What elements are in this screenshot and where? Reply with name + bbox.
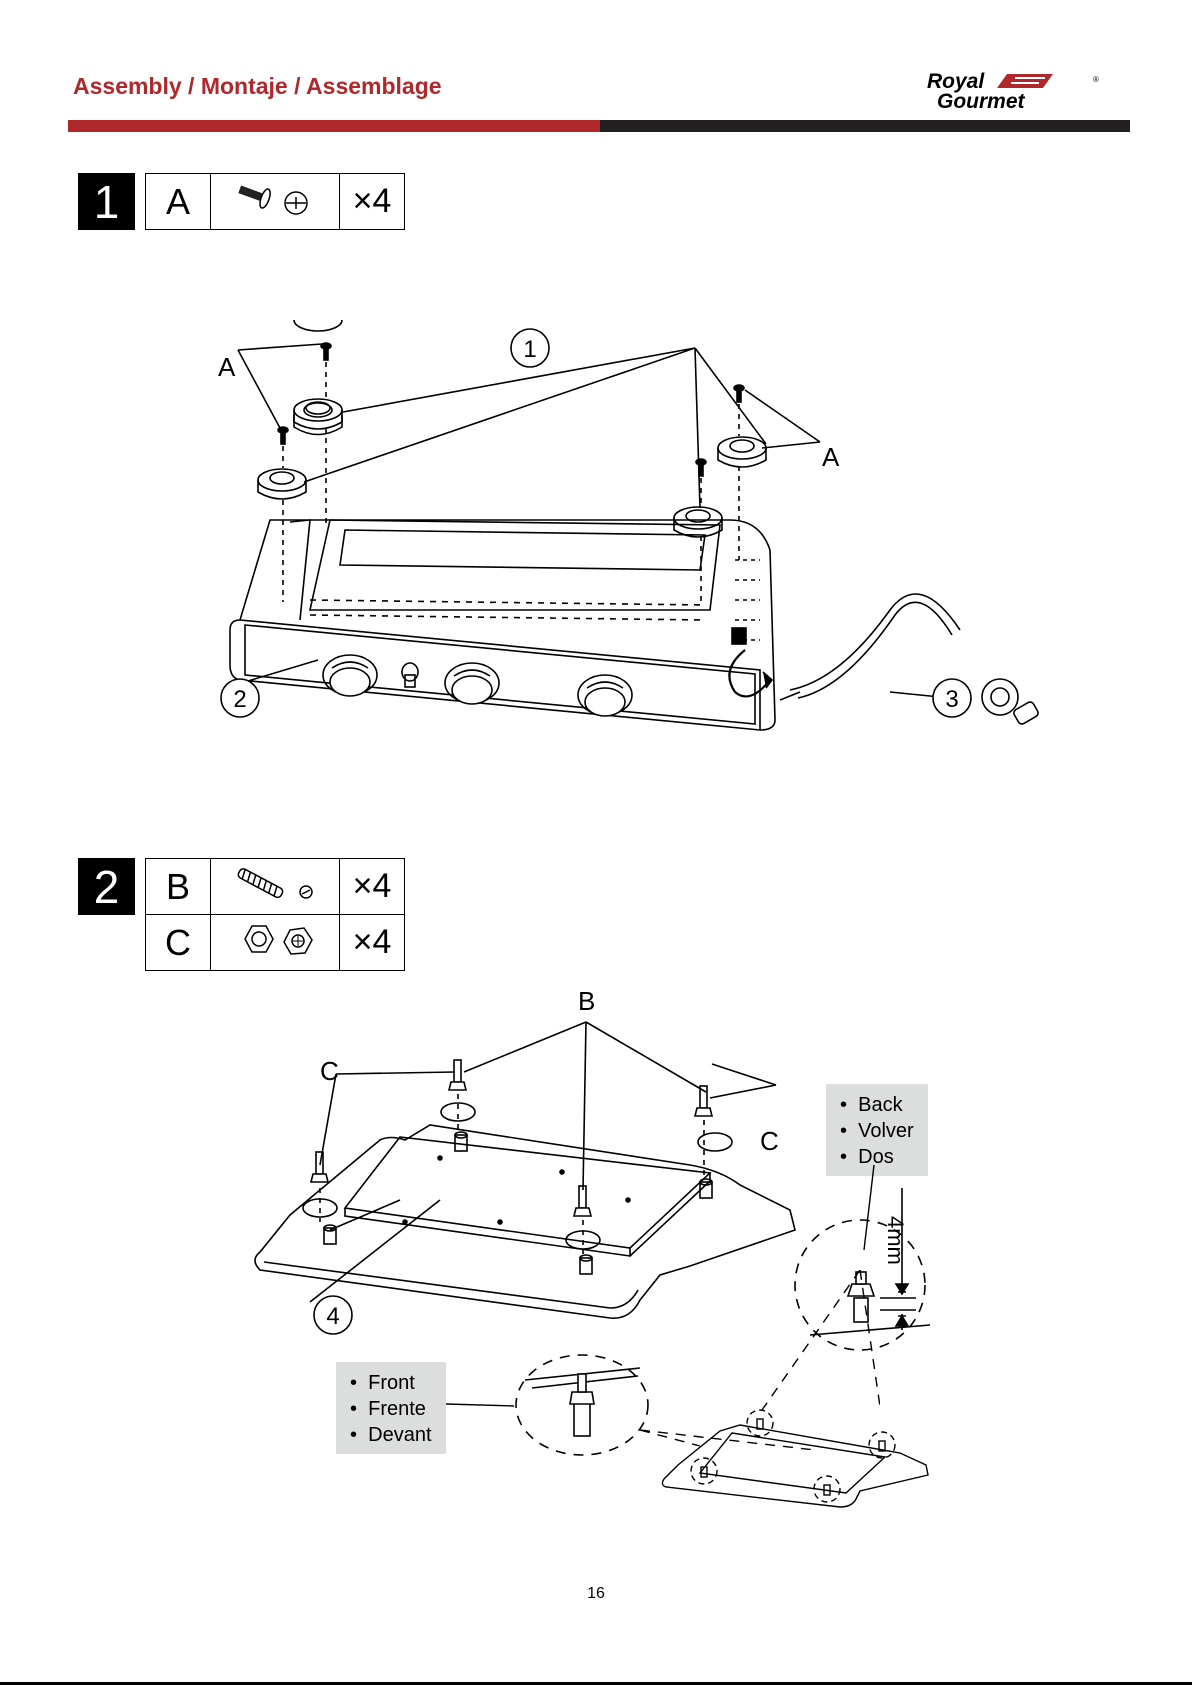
stud-b-2 — [311, 1152, 328, 1182]
gas-hose — [729, 594, 1039, 725]
part-letter: A — [146, 174, 211, 230]
part-letter: C — [146, 915, 211, 971]
step-1-diagram: A A 1 2 3 — [200, 320, 1060, 760]
back-label-line-1: • Back — [840, 1092, 914, 1118]
back-label-box: • Back • Volver • Dos — [826, 1084, 928, 1176]
front-label-line-1: • Front — [350, 1370, 432, 1396]
logo-flame-icon — [997, 74, 1053, 88]
front-label-leader — [446, 1400, 516, 1412]
callout-2: 2 — [221, 679, 259, 717]
step-2-badge: 2 — [78, 858, 135, 915]
step-1-badge: 1 — [78, 173, 135, 230]
threaded-stud-icon — [230, 864, 320, 904]
post-4 — [455, 1132, 467, 1151]
header-rule-red — [68, 120, 600, 132]
page-title: Assembly / Montaje / Assemblage — [73, 73, 442, 100]
control-knob-right — [578, 675, 632, 716]
step-1-parts-table: A ×4 — [145, 173, 405, 230]
control-knob-middle — [445, 663, 499, 704]
parts-row-a: A ×4 — [146, 174, 405, 230]
back-label-leader — [860, 1165, 880, 1250]
page-number: 16 — [0, 1585, 1192, 1603]
stud-b-1 — [449, 1060, 466, 1090]
dimension-label: 4mm — [883, 1216, 908, 1265]
front-label-line-2: • Frente — [350, 1396, 432, 1422]
parts-row-c: C ×4 — [146, 915, 405, 971]
front-detail-view — [510, 1350, 660, 1460]
part-picture — [211, 859, 340, 915]
control-knob-left — [323, 655, 377, 696]
detail-connector-lines — [640, 1270, 880, 1450]
part-quantity: ×4 — [340, 859, 405, 915]
nut-icon — [230, 920, 320, 960]
callout-4: 4 — [314, 1296, 352, 1334]
part-picture — [211, 174, 340, 230]
callout-c-left: C — [320, 1056, 339, 1086]
callout-b: B — [578, 990, 595, 1016]
svg-text:4: 4 — [326, 1303, 339, 1330]
header-rule-dark — [600, 120, 1130, 132]
screw-icon — [230, 179, 320, 219]
parts-row-b: B ×4 — [146, 859, 405, 915]
spacer-ring-3 — [698, 1133, 732, 1151]
part-quantity: ×4 — [340, 174, 405, 230]
step-2-parts-table: B ×4 C ×4 — [145, 858, 405, 971]
callout-3: 3 — [933, 679, 971, 717]
griddle-body — [230, 520, 775, 730]
front-label-box: • Front • Frente • Devant — [336, 1362, 446, 1454]
part-quantity: ×4 — [340, 915, 405, 971]
svg-text:2: 2 — [233, 686, 246, 713]
logo-text-gourmet: Gourmet — [937, 90, 1026, 112]
callout-a-left: A — [218, 352, 236, 382]
igniter-button — [402, 663, 418, 687]
callout-1: 1 — [511, 329, 549, 367]
svg-text:3: 3 — [945, 686, 958, 713]
logo-registered-mark: ® — [1093, 75, 1099, 84]
part-picture — [211, 915, 340, 971]
callout-c-right: C — [760, 1126, 779, 1156]
svg-text:1: 1 — [523, 336, 536, 363]
front-label-line-3: • Devant — [350, 1422, 432, 1448]
post-2 — [580, 1255, 592, 1274]
callout-a-right: A — [822, 442, 840, 472]
part-letter: B — [146, 859, 211, 915]
stud-b-4 — [574, 1186, 591, 1216]
royal-gourmet-logo: Royal Gourmet ® — [925, 70, 1105, 112]
back-label-line-2: • Volver — [840, 1118, 914, 1144]
